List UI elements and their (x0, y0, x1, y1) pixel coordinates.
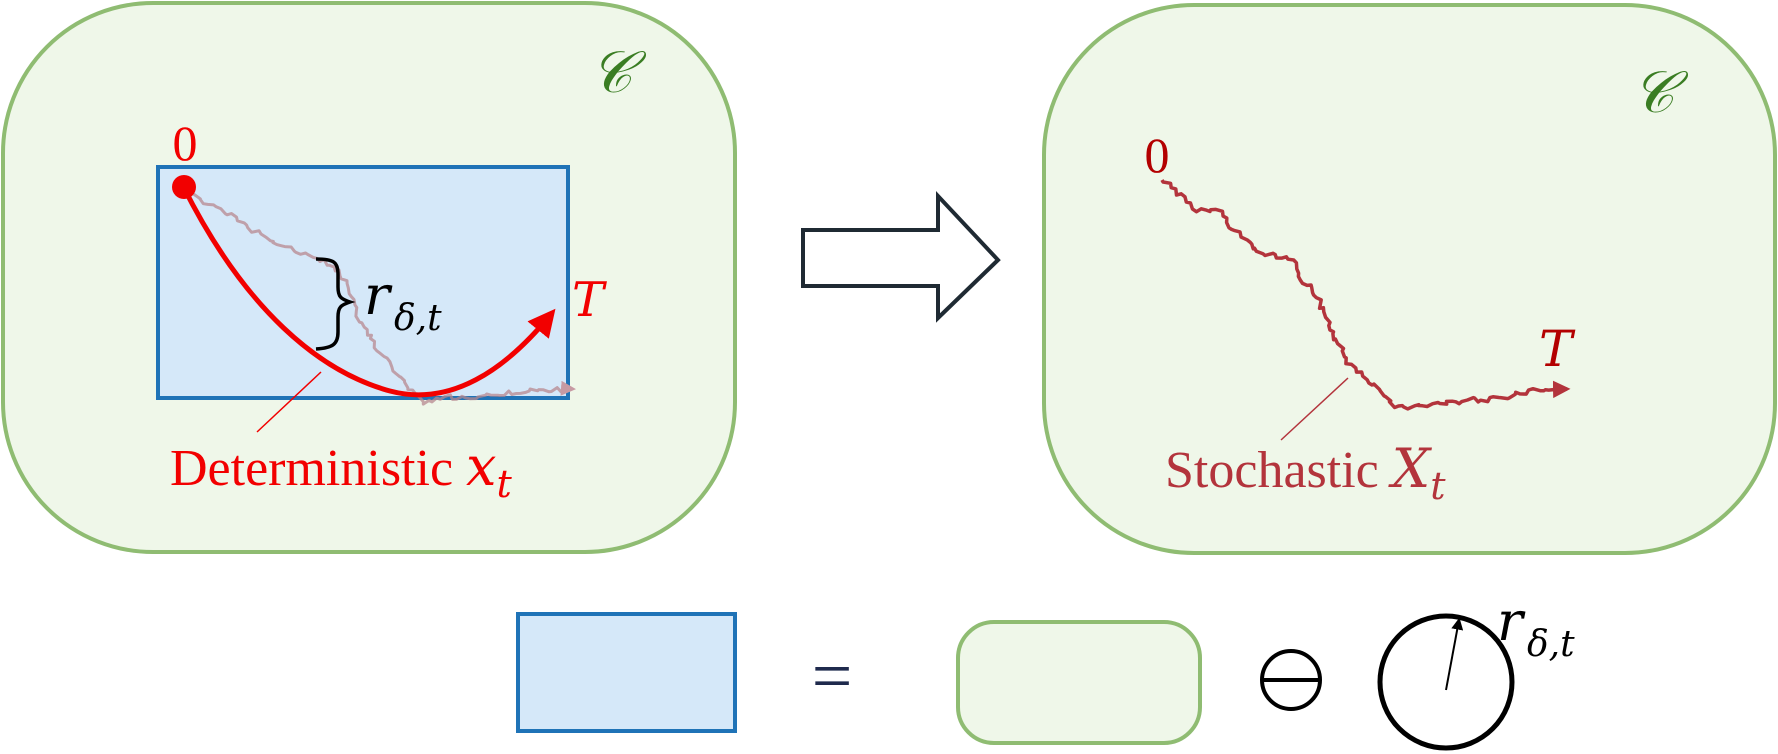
caption-left-var: x (466, 435, 496, 498)
svg-text:Stochastic Xt: Stochastic Xt (1165, 437, 1446, 508)
radius-label-equation: r δ,t (1497, 590, 1575, 665)
equation-constraint-set (956, 620, 1202, 745)
start-label-left: 0 (173, 115, 198, 171)
start-label-right: 0 (1145, 127, 1170, 183)
deterministic-trajectory (180, 184, 556, 398)
caption-left-text: Deterministic (170, 440, 466, 497)
equation-tightened-rect (516, 612, 737, 733)
end-label-right: T (1539, 320, 1576, 378)
right-panel: 𝒞 0 T Stochastic Xt (1042, 3, 1777, 555)
caption-right-sub: t (1430, 464, 1446, 508)
equation-radius-symbol: r (1497, 590, 1526, 653)
start-point-marker (172, 175, 196, 199)
end-label-left: T (572, 272, 607, 328)
caption-leader-right (1280, 377, 1349, 441)
caption-left: Deterministic xt (170, 435, 513, 506)
equation-row: = r δ,t (516, 590, 1575, 751)
equals-sign: = (812, 636, 853, 716)
caption-right-var: X (1388, 437, 1433, 500)
tightened-set-rect (156, 165, 570, 400)
radius-symbol: r (364, 264, 393, 327)
svg-text:Deterministic xt: Deterministic xt (170, 435, 513, 506)
constraint-set-right (1042, 3, 1777, 555)
stochastic-trajectory (1160, 179, 1571, 411)
caption-left-sub: t (497, 462, 513, 506)
equation-radius-subscript: δ,t (1527, 624, 1575, 665)
faint-stochastic-path (183, 187, 576, 406)
caption-right-text: Stochastic (1165, 442, 1392, 499)
curly-brace (315, 257, 356, 351)
radius-label-left: r δ,t (364, 264, 442, 339)
caption-right: Stochastic Xt (1165, 437, 1446, 508)
circle-with-radius-icon (1377, 613, 1515, 751)
hollow-right-arrow-icon (801, 190, 1001, 323)
left-panel: 𝒞 0 T r δ,t Deterministic xt (1, 1, 737, 554)
caption-leader-left (256, 371, 322, 433)
radius-subscript: δ,t (394, 298, 442, 339)
circled-minus-icon (1260, 649, 1322, 711)
